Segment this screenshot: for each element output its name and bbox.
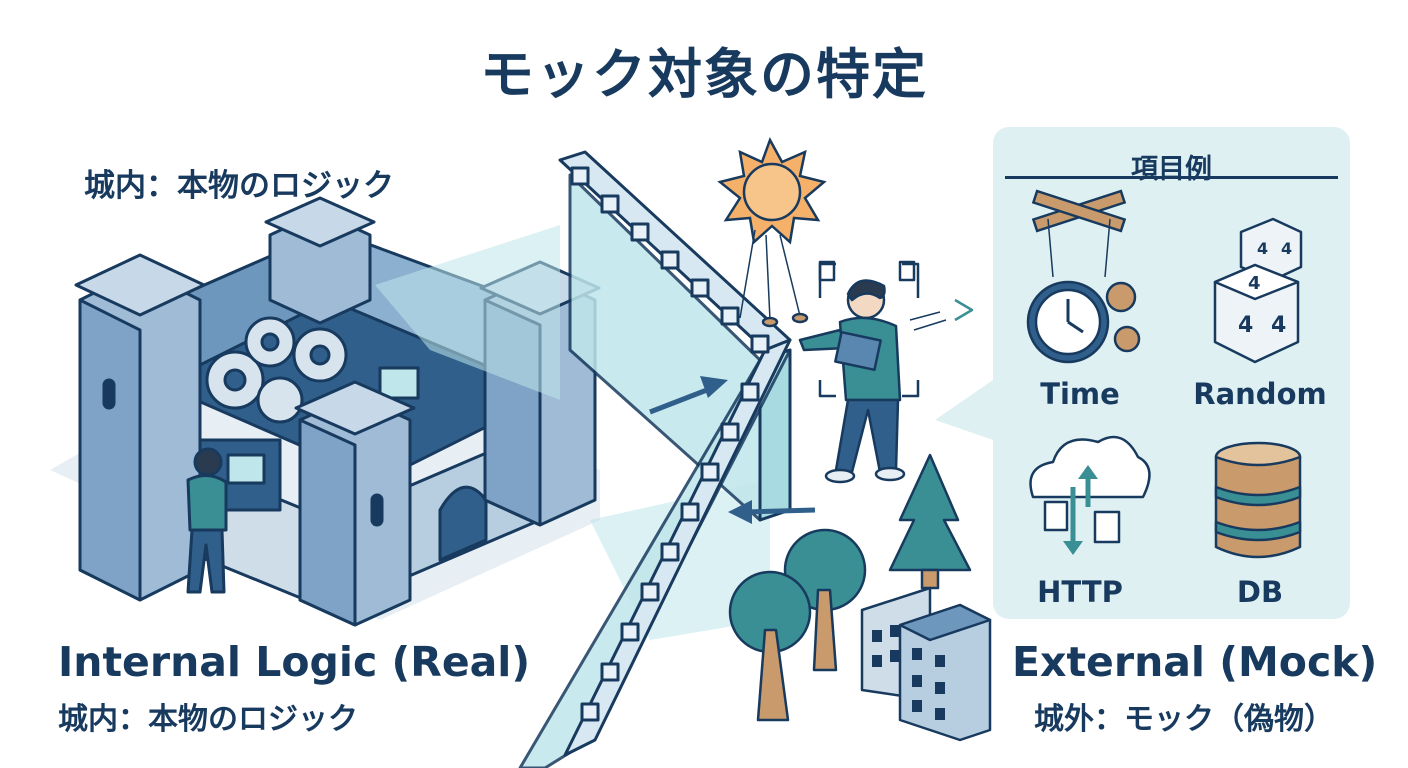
- page-title: モック対象の特定: [480, 43, 928, 106]
- panel-divider: [1005, 176, 1338, 179]
- item-label-db: DB: [1236, 575, 1284, 609]
- svg-text:4: 4: [1271, 313, 1286, 338]
- svg-text:4: 4: [1257, 239, 1268, 258]
- svg-text:4: 4: [1248, 273, 1261, 294]
- cloud-transfer-icon: [1029, 435, 1151, 555]
- dice-icon: 4 4 4 4 4: [1213, 217, 1303, 364]
- developer-figure: [186, 447, 228, 594]
- inbound-arrows: [649, 376, 816, 524]
- panel-title: 項目例: [1131, 154, 1212, 185]
- item-label-http: HTTP: [1037, 575, 1123, 609]
- item-label-time: Time: [1040, 377, 1120, 411]
- external-label-jp: 城外：モック（偽物）: [1034, 702, 1334, 737]
- external-label-en: External (Mock): [1012, 638, 1378, 686]
- item-label-random: Random: [1193, 377, 1327, 411]
- engineer-figure: [798, 260, 974, 484]
- svg-text:4: 4: [1238, 313, 1253, 338]
- trees-illustration: [728, 453, 972, 722]
- internal-top-caption: 城内：本物のロジック: [84, 168, 394, 204]
- svg-text:4: 4: [1281, 239, 1292, 258]
- building-icon: [860, 586, 992, 742]
- clock-marionette-icon: [1026, 189, 1141, 364]
- panel-icons: 4 4 4 4 4: [1026, 189, 1303, 559]
- sun-puppet-icon: [717, 136, 827, 328]
- examples-panel: 項目例 4 4 4 4 4: [993, 127, 1350, 619]
- monitor-icon: [378, 366, 420, 400]
- database-barrel-icon: [1214, 441, 1302, 559]
- internal-label-en: Internal Logic (Real): [58, 638, 531, 686]
- projection-beam: [375, 225, 560, 400]
- boundary-wall: [518, 150, 792, 768]
- internal-label-jp: 城内：本物のロジック: [58, 702, 358, 737]
- callout-pointer: [935, 380, 993, 440]
- gears-icon: [205, 316, 348, 424]
